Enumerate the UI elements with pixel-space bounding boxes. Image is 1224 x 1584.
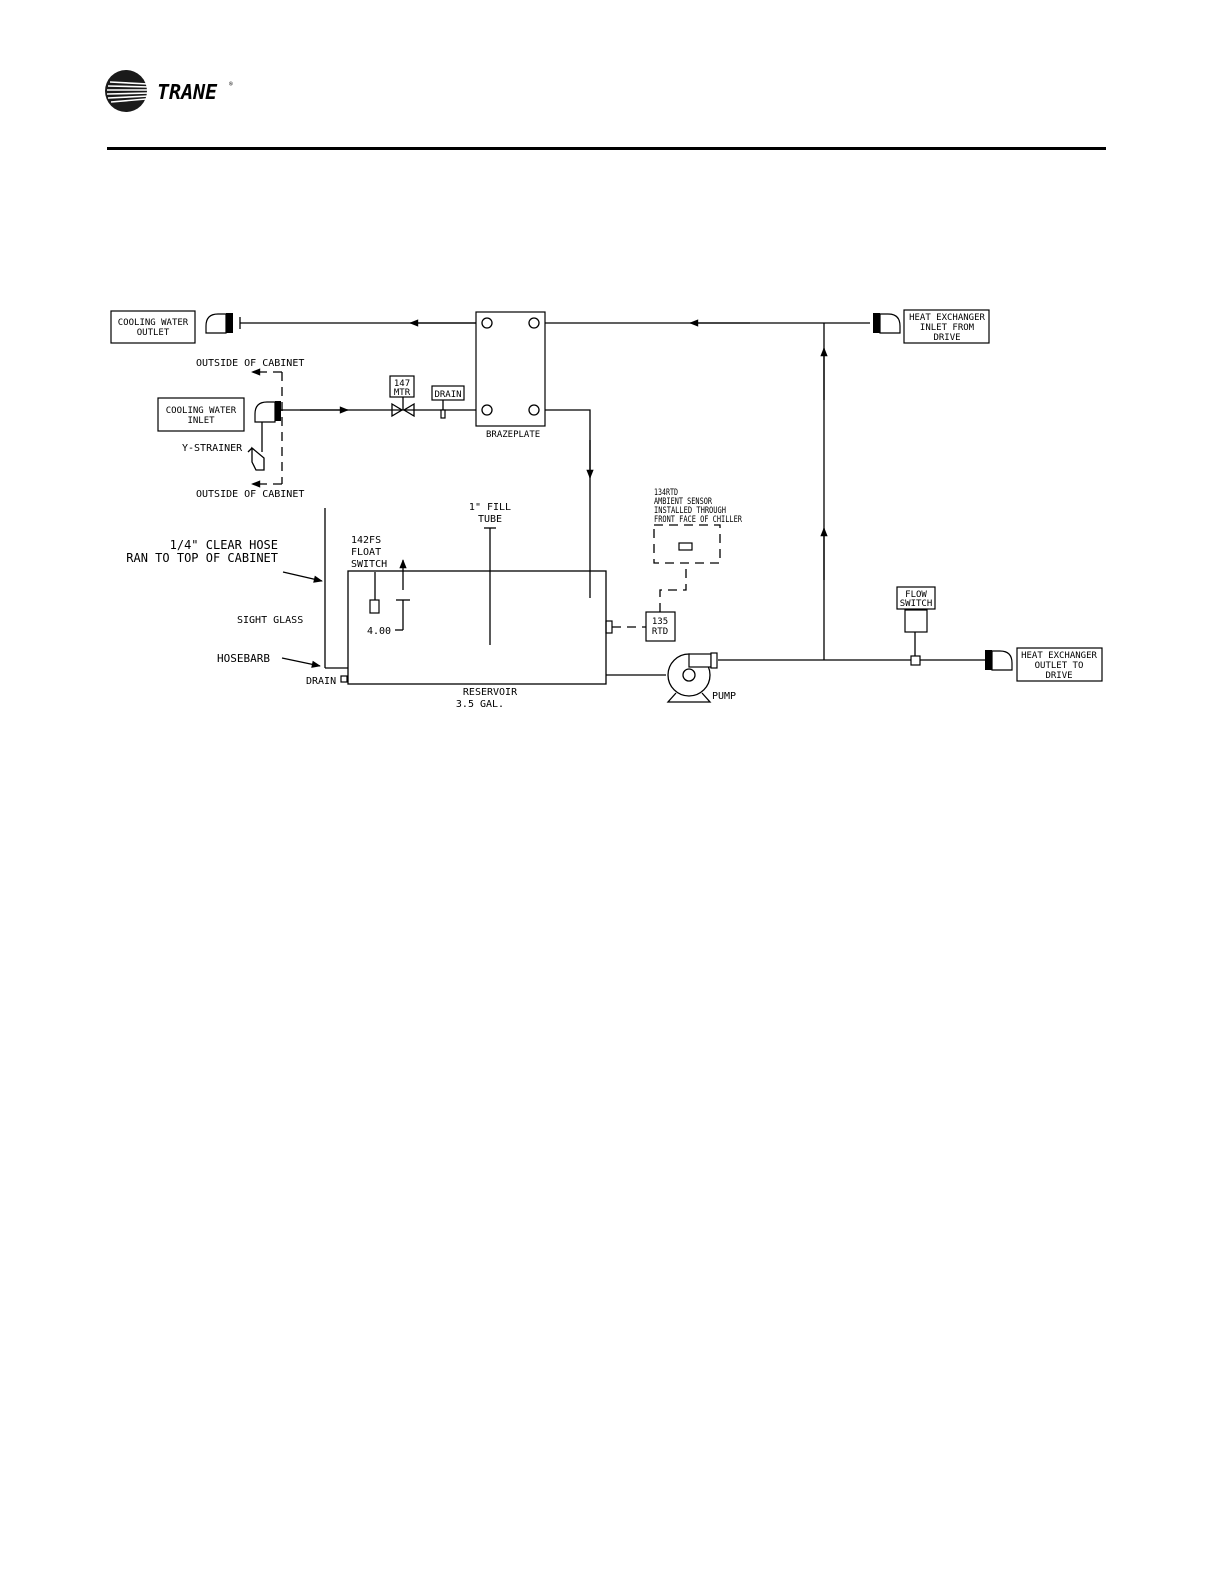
hx-outlet-line2: OUTLET TO xyxy=(1035,661,1084,671)
sight-glass-label: SIGHT GLASS xyxy=(237,615,303,626)
fill-tube-line2: TUBE xyxy=(478,514,502,525)
hx-inlet-line3: DRIVE xyxy=(933,333,960,343)
float-switch-line1: 142FS xyxy=(351,535,381,546)
elbow-fitting-icon xyxy=(985,650,1013,671)
mtr-tag: 147 MTR xyxy=(389,375,415,398)
rtd-tag: 135 RTD xyxy=(645,611,676,642)
rtd-text: RTD xyxy=(652,627,668,637)
cooling-water-outlet-label: COOLING WATER OUTLET xyxy=(110,310,196,344)
piping xyxy=(239,317,985,683)
trane-logo: TRANE ® xyxy=(104,70,244,114)
cooling-water-inlet-label: COOLING WATER INLET xyxy=(157,397,245,432)
float-switch-line3: SWITCH xyxy=(351,559,387,570)
pump-icon xyxy=(666,652,718,703)
header-rule xyxy=(107,147,1106,150)
reservoir-line1: RESERVOIR xyxy=(463,687,518,698)
y-strainer-label: Y-STRAINER xyxy=(182,443,243,454)
hx-outlet-line1: HEAT EXCHANGER xyxy=(1021,651,1097,661)
mtr-number: 147 xyxy=(394,379,410,389)
outside-cabinet-bottom-label: OUTSIDE OF CABINET xyxy=(196,489,304,500)
ambient-sensor-line1: 134RTD xyxy=(654,488,678,498)
flow-switch-line1: FLOW xyxy=(905,590,927,600)
drain-label: DRAIN xyxy=(306,676,336,687)
registered-mark: ® xyxy=(229,81,233,88)
rtd-number: 135 xyxy=(652,617,668,627)
page-header: TRANE ® xyxy=(0,0,1224,160)
flow-switch-line2: SWITCH xyxy=(900,599,933,609)
elbow-fitting-icon xyxy=(205,313,233,334)
hx-outlet-label: HEAT EXCHANGER OUTLET TO DRIVE xyxy=(1016,647,1103,682)
fill-tube-line1: 1" FILL xyxy=(469,502,511,513)
drain-tag: DRAIN xyxy=(431,385,465,401)
brazeplate-heat-exchanger xyxy=(475,311,546,427)
trane-logo-mark: TRANE ® xyxy=(105,70,233,112)
float-dimension-label: 4.00 xyxy=(367,626,391,637)
elbow-fitting-icon xyxy=(873,313,901,334)
pump-label: PUMP xyxy=(712,691,736,702)
flow-switch-tag: FLOW SWITCH xyxy=(896,586,936,610)
cooling-water-outlet-line1: COOLING WATER xyxy=(118,318,189,328)
brand-name: TRANE xyxy=(157,80,218,104)
hosebarb-label: HOSEBARB xyxy=(217,652,270,665)
reservoir-line2: 3.5 GAL. xyxy=(456,699,504,710)
hx-inlet-label: HEAT EXCHANGER INLET FROM DRIVE xyxy=(903,309,990,344)
elbow-fitting-icon xyxy=(254,401,281,423)
ambient-sensor-line2: AMBIENT SENSOR xyxy=(654,497,712,507)
ambient-sensor-line3: INSTALLED THROUGH xyxy=(654,506,726,516)
ambient-sensor-housing xyxy=(653,524,721,564)
hx-inlet-line1: HEAT EXCHANGER xyxy=(909,313,985,323)
mtr-valve-icon xyxy=(391,396,415,418)
clear-hose-line1: 1/4" CLEAR HOSE xyxy=(170,538,278,552)
outside-cabinet-top-label: OUTSIDE OF CABINET xyxy=(196,358,304,369)
ambient-sensor-line4: FRONT FACE OF CHILLER xyxy=(654,515,742,525)
mtr-text: MTR xyxy=(394,388,411,398)
drain-tag-text: DRAIN xyxy=(434,390,461,400)
flow-switch-body xyxy=(904,609,928,633)
float-switch-line2: FLOAT xyxy=(351,547,381,558)
clear-hose-line2: RAN TO TOP OF CABINET xyxy=(126,551,278,565)
cooling-water-inlet-line2: INLET xyxy=(187,416,215,426)
hx-outlet-line3: DRIVE xyxy=(1045,671,1072,681)
cooling-water-inlet-line1: COOLING WATER xyxy=(166,406,237,416)
reservoir-tank xyxy=(347,570,607,685)
ambient-sensor-label: 134RTD AMBIENT SENSOR INSTALLED THROUGH … xyxy=(654,488,742,525)
brazeplate-label: BRAZEPLATE xyxy=(486,430,540,440)
hx-inlet-line2: INLET FROM xyxy=(920,323,975,333)
cooling-water-outlet-line2: OUTLET xyxy=(137,328,170,338)
